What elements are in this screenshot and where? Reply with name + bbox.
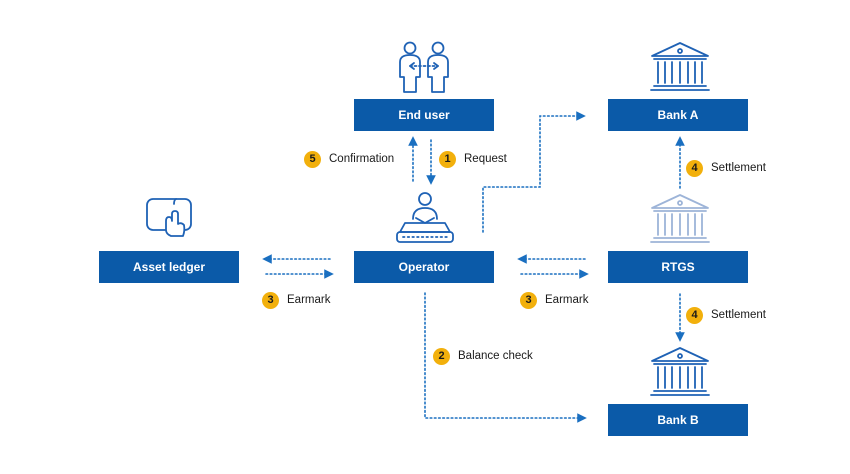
step-request: 1 Request	[439, 150, 507, 168]
bank-a-box: Bank A	[608, 99, 748, 131]
step-label: Earmark	[545, 294, 589, 306]
connectors	[262, 111, 685, 423]
step-number-badge: 5	[304, 150, 321, 168]
arrow-operator-to-bank-a	[482, 111, 586, 233]
step-number-badge: 3	[520, 291, 537, 309]
bank-building-icon	[650, 347, 710, 396]
step-number-badge: 2	[433, 347, 450, 365]
rtgs-box: RTGS	[608, 251, 748, 283]
step-settlement-bank-b: 4 Settlement	[686, 306, 766, 324]
step-label: Settlement	[711, 309, 766, 321]
asset-ledger-box: Asset ledger	[99, 251, 239, 283]
step-label: Balance check	[458, 350, 533, 362]
step-number-badge: 3	[262, 291, 279, 309]
step-confirmation: 5 Confirmation	[304, 150, 394, 168]
step-number-badge: 1	[439, 150, 456, 168]
operator-server-icon	[396, 192, 454, 243]
step-label: Confirmation	[329, 153, 395, 165]
step-number-badge: 4	[686, 306, 703, 324]
step-label: Request	[464, 153, 507, 165]
step-balance-check: 2 Balance check	[433, 347, 533, 365]
arrow-balance-check	[424, 292, 587, 423]
bank-b-box: Bank B	[608, 404, 748, 436]
people-exchange-icon	[399, 41, 449, 93]
bank-building-icon	[650, 194, 710, 243]
step-settlement-bank-a: 4 Settlement	[686, 159, 766, 177]
end-user-box: End user	[354, 99, 494, 131]
step-number-badge: 4	[686, 159, 703, 177]
step-earmark-ledger: 3 Earmark	[262, 291, 330, 309]
step-earmark-rtgs: 3 Earmark	[520, 291, 588, 309]
operator-box: Operator	[354, 251, 494, 283]
touchscreen-tap-icon	[146, 198, 192, 237]
step-label: Earmark	[287, 294, 331, 306]
bank-building-icon	[650, 42, 710, 91]
step-label: Settlement	[711, 162, 766, 174]
